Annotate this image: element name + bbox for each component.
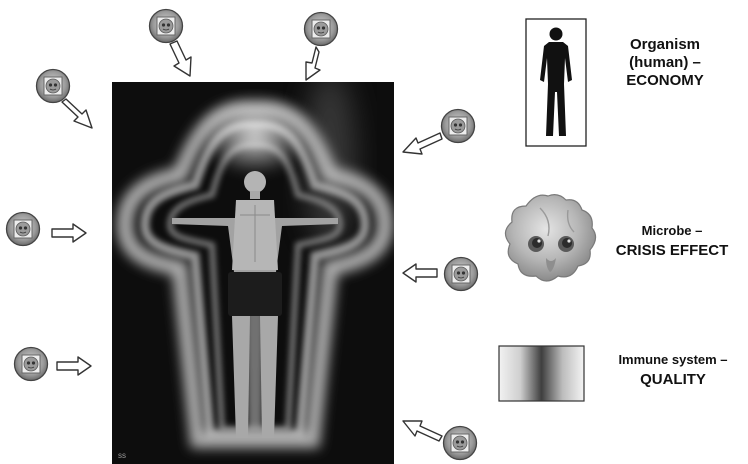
- legend-microbe-line2: CRISIS EFFECT: [604, 242, 740, 260]
- legend-immune-label: Immune system – QUALITY: [600, 352, 746, 389]
- hollow-arrow-icon: [57, 357, 91, 375]
- corner-label: ss: [118, 451, 126, 460]
- legend-organism-graphic: [526, 19, 586, 146]
- hollow-arrow-icon: [403, 133, 442, 154]
- microbe-attack-left-middle: [7, 213, 87, 246]
- hollow-arrow-icon: [403, 421, 442, 441]
- hollow-arrow-icon: [62, 99, 92, 128]
- microbe-attack-left-upper: [37, 70, 93, 129]
- microbe-attack-right-middle: [403, 258, 478, 291]
- hollow-arrow-icon: [306, 47, 320, 80]
- microbe-attack-left-lower: [15, 348, 92, 381]
- legend-organism-line1: Organism: [606, 36, 724, 54]
- microbe-attack-top-left: [150, 10, 192, 77]
- central-aura-image: ss: [112, 70, 394, 464]
- legend-microbe-line1: Microbe –: [604, 223, 740, 239]
- microbe-icon: [37, 70, 70, 103]
- legend-organism-line3: ECONOMY: [606, 72, 724, 90]
- microbe-icon: [444, 427, 477, 460]
- microbe-attack-right-lower: [403, 421, 477, 460]
- microbe-icon: [150, 10, 183, 43]
- legend-organism-line2: (human) –: [606, 54, 724, 72]
- legend-immune-line1: Immune system –: [600, 352, 746, 368]
- microbe-attack-right-upper: [403, 110, 475, 155]
- microbe-icon: [442, 110, 475, 143]
- legend-microbe-label: Microbe – CRISIS EFFECT: [604, 223, 740, 260]
- microbe-icon: [7, 213, 40, 246]
- legend-microbe-graphic: [505, 195, 595, 281]
- microbe-icon: [305, 13, 338, 46]
- hollow-arrow-icon: [170, 41, 191, 76]
- microbe-attack-top-right: [305, 13, 338, 81]
- microbe-icon: [15, 348, 48, 381]
- legend-immune-graphic: [499, 346, 584, 401]
- hollow-arrow-icon: [403, 264, 437, 282]
- hollow-arrow-icon: [52, 224, 86, 242]
- legend-immune-line2: QUALITY: [600, 371, 746, 389]
- legend-organism-label: Organism (human) – ECONOMY: [606, 36, 724, 90]
- microbe-icon: [445, 258, 478, 291]
